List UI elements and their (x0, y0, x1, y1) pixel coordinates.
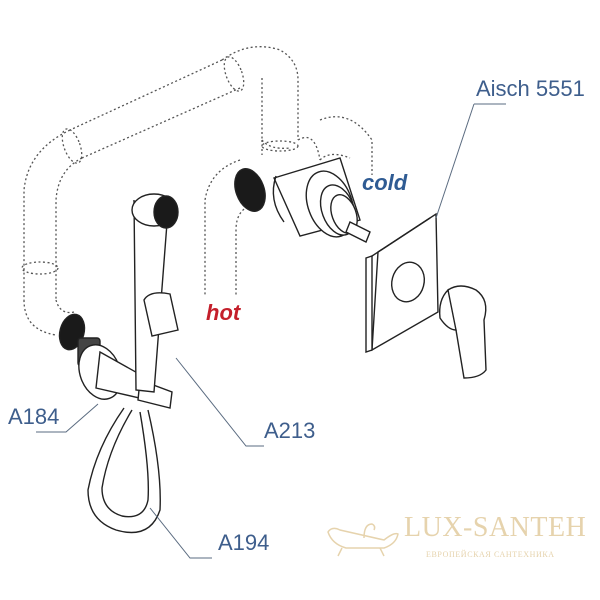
hose (87, 407, 161, 534)
watermark: LUX-SANTEH ЕВРОПЕЙСКАЯ САНТЕХНИКА (318, 508, 598, 568)
valve-body (234, 157, 371, 243)
watermark-tagline: ЕВРОПЕЙСКАЯ САНТЕХНИКА (426, 550, 555, 559)
label-a184: A184 (8, 404, 60, 429)
label-cold: cold (362, 170, 408, 195)
label-hot: hot (206, 300, 241, 325)
watermark-brand: LUX-SANTEH (404, 512, 587, 543)
cover-plate (365, 212, 439, 353)
bathtub-icon (327, 523, 399, 557)
leader-lines (36, 103, 506, 559)
concealed-pipes (21, 46, 373, 336)
lever-handle (438, 285, 487, 379)
shower-holder (58, 193, 179, 409)
label-a213: A213 (264, 418, 316, 443)
label-aisch-5551: Aisch 5551 (476, 76, 585, 101)
label-a194: A194 (218, 530, 270, 555)
